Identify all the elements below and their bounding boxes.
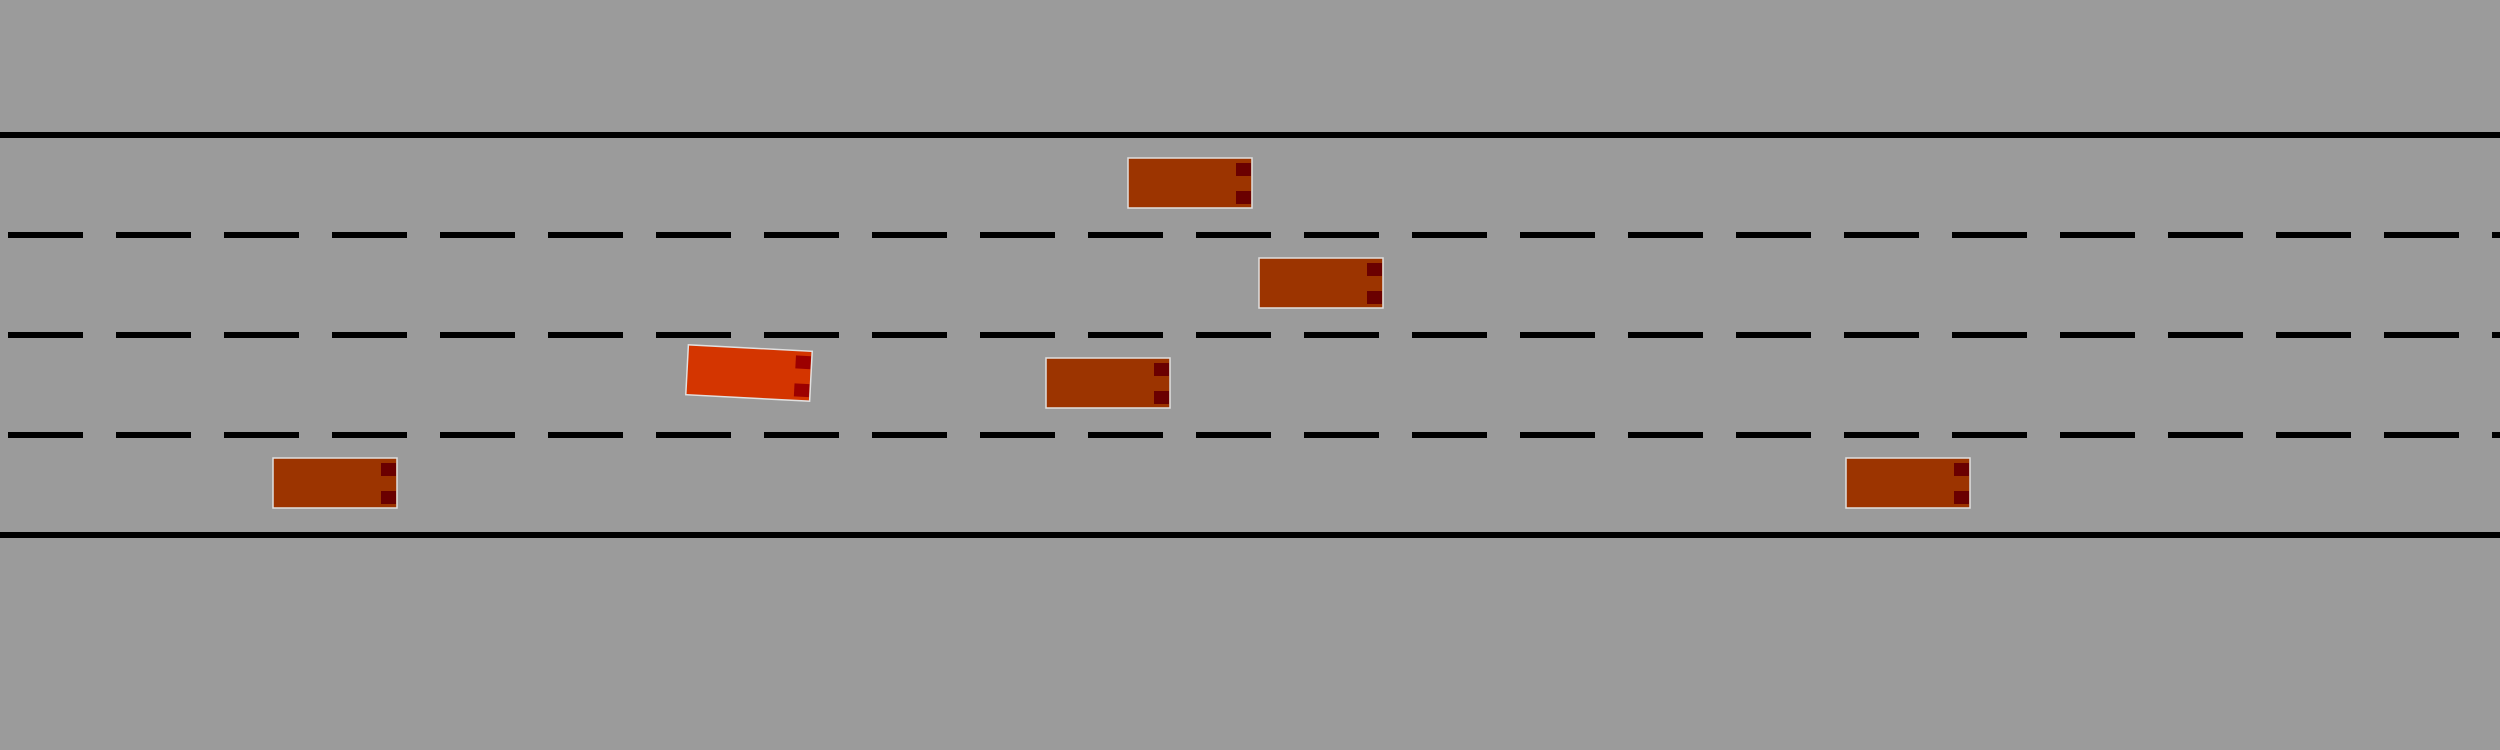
headlight-right-icon [1154,391,1169,404]
vehicle-1 [1127,157,1253,209]
headlight-right-icon [381,491,396,504]
vehicle-2 [1258,257,1384,309]
headlight-right-icon [793,383,810,398]
vehicle-body [684,344,814,402]
headlight-left-icon [1236,163,1251,176]
headlight-left-icon [795,355,811,370]
lane-markings [0,132,2500,538]
headlight-right-icon [1367,291,1382,304]
vehicle-body [1845,457,1971,509]
vehicle-3 [1045,357,1171,409]
ego-vehicle [684,344,814,402]
vehicle-body [1045,357,1171,409]
vehicle-4 [272,457,398,509]
vehicle-body [272,457,398,509]
headlight-right-icon [1954,491,1969,504]
vehicle-5 [1845,457,1971,509]
headlight-left-icon [1954,463,1969,476]
vehicle-body [1127,157,1253,209]
headlight-left-icon [1154,363,1169,376]
headlight-left-icon [1367,263,1382,276]
vehicle-body [1258,257,1384,309]
headlight-left-icon [381,463,396,476]
headlight-right-icon [1236,191,1251,204]
